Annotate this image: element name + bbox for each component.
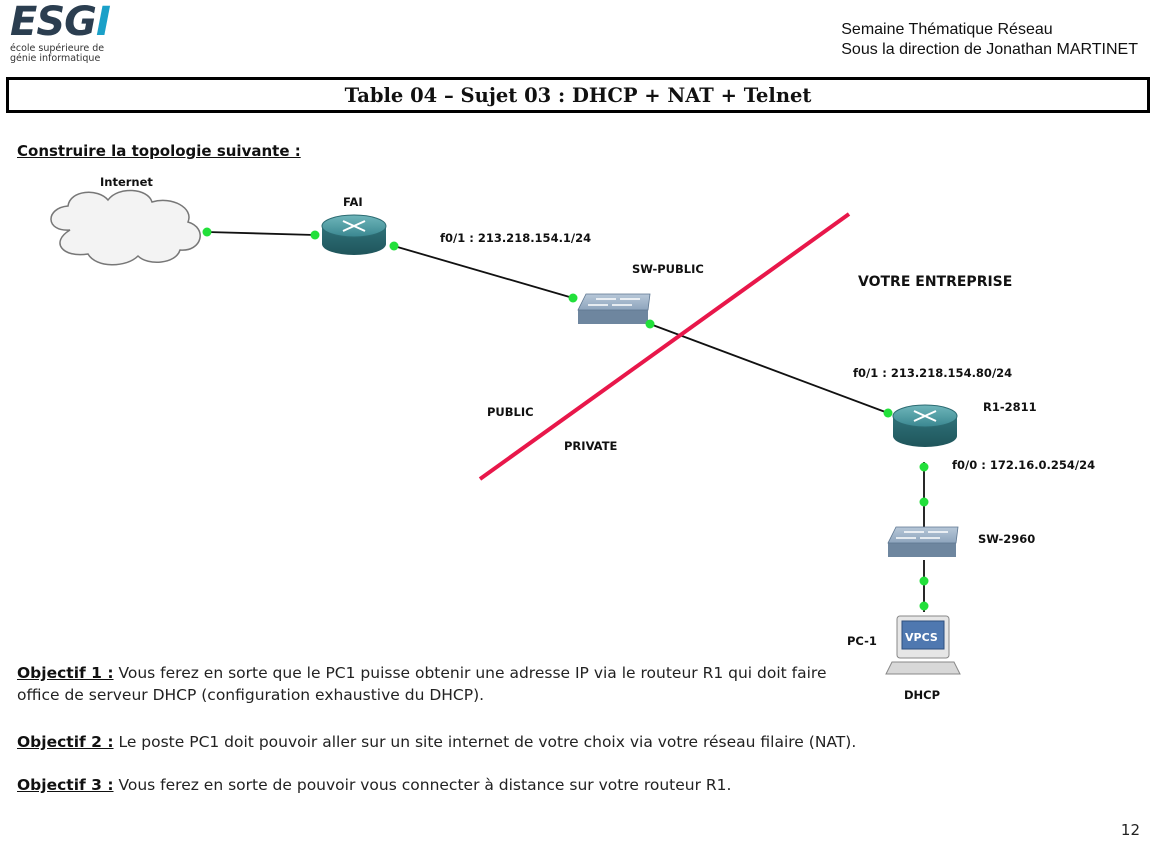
header-line-2: Sous la direction de Jonathan MARTINET	[841, 41, 1138, 58]
sw-2960-switch-icon	[887, 526, 959, 557]
r1-outside-interface-label: f0/1 : 213.218.154.80/24	[853, 366, 1012, 380]
page-title: Table 04 – Sujet 03 : DHCP + NAT + Telne…	[6, 77, 1150, 113]
internet-cloud-icon	[50, 189, 201, 266]
link-internet-fai	[206, 231, 316, 236]
public-private-divider	[478, 212, 851, 481]
pc-label: PC-1	[847, 634, 877, 648]
page-number: 12	[1120, 821, 1140, 839]
fai-label: FAI	[343, 195, 363, 209]
logo-subtitle: école supérieure de génie informatique	[10, 43, 105, 64]
fai-router-icon	[321, 214, 387, 255]
vpcs-screen-label: VPCS	[905, 631, 938, 644]
sw-public-label: SW-PUBLIC	[632, 262, 704, 276]
objective-3: Objectif 3 : Vous ferez en sorte de pouv…	[17, 776, 732, 794]
logo-mark: ESGI	[10, 0, 111, 45]
internet-label: Internet	[100, 175, 153, 189]
network-topology-diagram: Internet FAI f0/1 : 213.218.154.1/24 SW-…	[50, 175, 1095, 702]
private-zone-label: PRIVATE	[564, 439, 618, 453]
objective-1: Objectif 1 : Vous ferez en sorte que le …	[17, 664, 827, 704]
link-endpoint-dots	[202, 227, 929, 611]
enterprise-label: VOTRE ENTREPRISE	[858, 274, 1012, 290]
r1-inside-interface-label: f0/0 : 172.16.0.254/24	[952, 458, 1095, 472]
dhcp-label: DHCP	[904, 688, 940, 702]
header-info: Semaine Thématique Réseau Sous la direct…	[841, 20, 1138, 60]
public-zone-label: PUBLIC	[487, 405, 534, 419]
r1-router-icon	[892, 404, 958, 447]
objective-2: Objectif 2 : Le poste PC1 doit pouvoir a…	[17, 733, 857, 751]
sw-public-switch-icon	[577, 293, 651, 324]
sw-2960-label: SW-2960	[978, 532, 1035, 546]
link-fai-swpublic	[393, 245, 574, 299]
r1-label: R1-2811	[983, 400, 1037, 414]
pc-computer-icon: VPCS	[885, 615, 961, 675]
section-title: Construire la topologie suivante :	[17, 142, 301, 160]
fai-interface-label: f0/1 : 213.218.154.1/24	[440, 231, 591, 245]
esgi-logo: ESGI école supérieure de génie informati…	[10, 2, 120, 72]
link-swpublic-r1	[649, 323, 889, 414]
header-line-1: Semaine Thématique Réseau	[841, 21, 1053, 38]
